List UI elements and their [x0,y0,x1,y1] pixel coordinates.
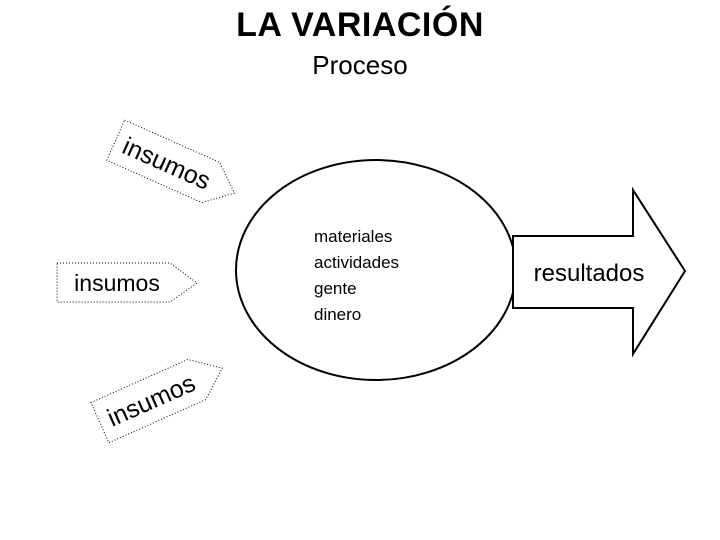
process-item: materiales [314,227,392,246]
process-items: materiales actividades gente dinero [314,227,399,324]
output-arrow: resultados [512,186,687,358]
input-arrow-top: insumos [106,119,236,204]
diagram-subtitle: Proceso [312,50,408,80]
output-label: resultados [534,260,645,287]
process-item: actividades [314,253,399,272]
input-arrow-middle: insumos [56,262,198,303]
process-item: gente [314,279,357,298]
input-label-bottom: insumos [103,369,199,432]
input-arrow-bottom: insumos [90,358,224,444]
process-item: dinero [314,305,361,324]
input-label-middle: insumos [74,270,160,296]
input-label-top: insumos [118,132,214,195]
diagram-title: LA VARIACIÓN [236,6,484,44]
